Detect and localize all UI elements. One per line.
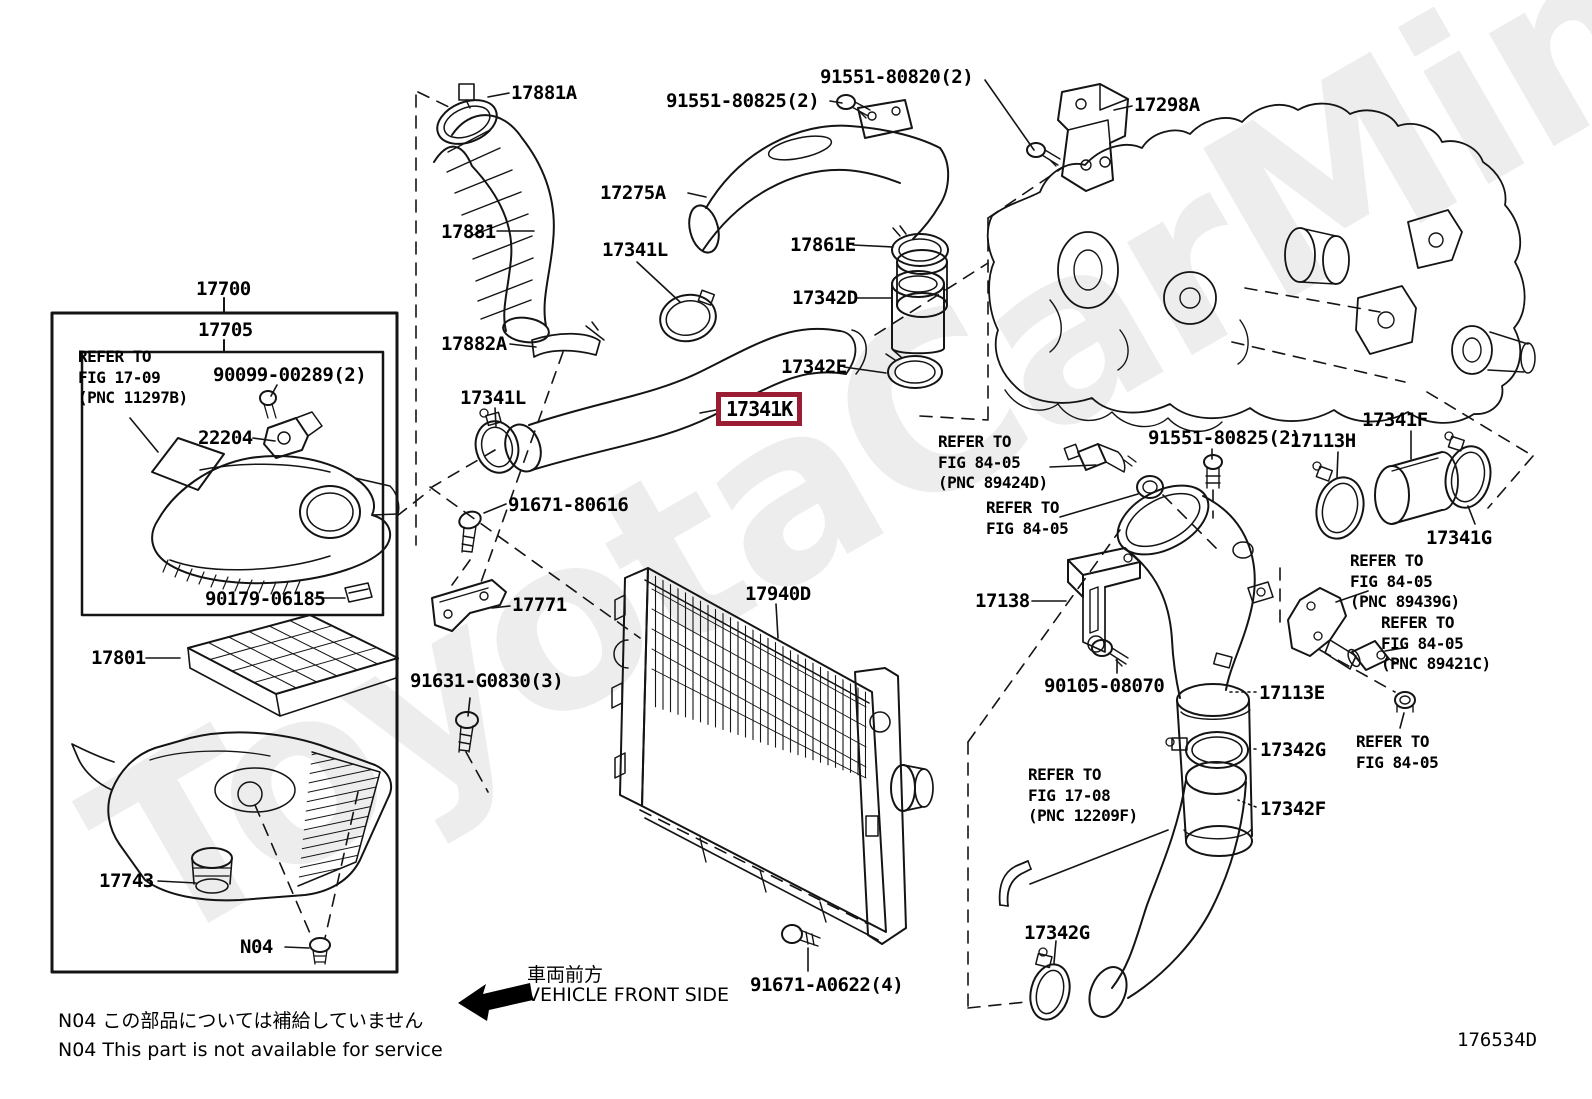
engine-block-drawing	[986, 102, 1536, 433]
footnote-en: N04 This part is not available for servi…	[58, 1039, 443, 1061]
refer-note-fig84-05-c: REFER TO FIG 84-05 (PNC 89439G)	[1350, 551, 1460, 611]
part-label-17138[interactable]: 17138	[975, 590, 1030, 612]
part-label-17113E[interactable]: 17113E	[1259, 682, 1325, 704]
nut-drawing	[1394, 691, 1416, 713]
hose-17341F-drawing	[1374, 451, 1459, 525]
part-label-22204[interactable]: 22204	[198, 427, 253, 449]
part-label-91671-A0622[interactable]: 91671-A0622(4)	[750, 974, 904, 996]
refer-note-fig84-05-d: REFER TO FIG 84-05 (PNC 89421C)	[1381, 613, 1491, 673]
part-label-17342F[interactable]: 17342F	[1260, 798, 1326, 820]
dashed-lines	[254, 91, 1534, 1009]
part-label-91551-80820[interactable]: 91551-80820(2)	[820, 66, 974, 88]
dotted-leader-lines	[1227, 691, 1257, 808]
vehicle-front-label-jp: 車両前方	[527, 964, 604, 986]
bolt-91671-80616-drawing	[458, 510, 482, 553]
vehicle-front-arrow-icon	[458, 983, 533, 1021]
bracket-17138-drawing	[1067, 547, 1141, 653]
part-label-17341L-2[interactable]: 17341L	[460, 387, 526, 409]
part-label-17881A[interactable]: 17881A	[511, 82, 577, 104]
part-label-17771[interactable]: 17771	[512, 594, 567, 616]
refer-note-fig84-05-b: REFER TO FIG 84-05	[986, 498, 1069, 538]
bracket-89439G-drawing	[1287, 587, 1357, 670]
figure-code: 176534D	[1457, 1029, 1538, 1051]
hose-17342F-drawing	[1088, 761, 1247, 1018]
hose-17342D-drawing	[891, 270, 945, 355]
bolt-91631-G0830-drawing	[455, 711, 479, 753]
air-cleaner-cap-drawing	[151, 437, 400, 603]
part-label-17882A[interactable]: 17882A	[441, 333, 507, 355]
part-label-91671-80616[interactable]: 91671-80616	[508, 494, 629, 516]
part-label-17801[interactable]: 17801	[91, 647, 146, 669]
sensor-89421C-drawing	[1347, 640, 1399, 671]
vehicle-front-label-en: VEHICLE FRONT SIDE	[527, 984, 730, 1006]
clamp-17342E-drawing	[885, 349, 943, 389]
refer-note-fig84-05-e: REFER TO FIG 84-05	[1356, 732, 1439, 772]
clamp-17341L-top-drawing	[659, 289, 717, 343]
clamp-17861E-drawing	[891, 225, 949, 267]
maf-sensor-drawing	[259, 390, 323, 459]
pipe-17113E-drawing	[1116, 484, 1274, 857]
part-label-17705[interactable]: 17705	[198, 319, 253, 341]
part-label-17342G[interactable]: 17342G	[1260, 739, 1326, 761]
part-label-17743[interactable]: 17743	[99, 870, 154, 892]
part-label-17342G-2[interactable]: 17342G	[1024, 922, 1090, 944]
part-label-17113H[interactable]: 17113H	[1290, 430, 1356, 452]
bolt-91551-80825-2-drawing	[1203, 454, 1223, 489]
part-label-91551-80825[interactable]: 91551-80825(2)	[666, 90, 820, 112]
refer-note-fig84-05-a: REFER TO FIG 84-05 (PNC 89424D)	[938, 432, 1048, 492]
leader-lines	[129, 79, 1476, 972]
clamp-17342G-1-drawing	[1165, 731, 1249, 769]
part-label-17940D[interactable]: 17940D	[745, 583, 811, 605]
air-filter-drawing	[187, 614, 399, 717]
sensor-89424D-drawing	[1063, 443, 1164, 499]
intercooler-17940D-drawing	[611, 567, 934, 945]
clamp-17113H-drawing	[1312, 461, 1365, 540]
hose-17881-drawing	[433, 83, 605, 358]
bolt-90105-08070-drawing	[1091, 639, 1129, 667]
part-label-17341F[interactable]: 17341F	[1362, 409, 1428, 431]
part-label-17861E[interactable]: 17861E	[790, 234, 856, 256]
clamp-17342G-2-drawing	[1029, 947, 1071, 1021]
bracket-17771-drawing	[431, 579, 507, 632]
air-cleaner-case-drawing	[71, 731, 393, 965]
part-label-17341L[interactable]: 17341L	[602, 239, 668, 261]
part-label-17700[interactable]: 17700	[196, 278, 251, 300]
clamp-17341G-drawing	[1444, 431, 1492, 509]
part-label-17342D[interactable]: 17342D	[792, 287, 858, 309]
part-label-90099-00289[interactable]: 90099-00289(2)	[213, 364, 367, 386]
clamp-17341L-2-drawing	[474, 408, 520, 474]
highlighted-part-label-17341K[interactable]: 17341K	[716, 392, 803, 426]
part-label-91551-80825-2[interactable]: 91551-80825(2)	[1148, 427, 1302, 449]
refer-note-fig17-08: REFER TO FIG 17-08 (PNC 12209F)	[1028, 765, 1138, 825]
part-label-17881[interactable]: 17881	[441, 221, 496, 243]
footnote-jp: N04 この部品については補給していません	[58, 1010, 424, 1032]
pipe-17275A-drawing	[688, 94, 1061, 318]
part-label-90105-08070[interactable]: 90105-08070	[1044, 675, 1165, 697]
part-label-17275A[interactable]: 17275A	[600, 182, 666, 204]
bracket-17298A-drawing	[1057, 83, 1129, 192]
assembly-box-17700	[50, 297, 399, 974]
refer-note-fig17-09: REFER TO FIG 17-09 (PNC 11297B)	[78, 347, 188, 407]
part-label-17298A[interactable]: 17298A	[1134, 94, 1200, 116]
part-label-17341G[interactable]: 17341G	[1426, 527, 1492, 549]
bolt-91671-A0622-drawing	[781, 924, 821, 947]
pipe-12209F-drawing	[998, 860, 1032, 907]
part-label-17342E[interactable]: 17342E	[781, 356, 847, 378]
part-label-90179-06185[interactable]: 90179-06185	[205, 588, 326, 610]
part-label-91631-G0830[interactable]: 91631-G0830(3)	[410, 670, 564, 692]
part-label-N04: N04	[240, 936, 273, 958]
